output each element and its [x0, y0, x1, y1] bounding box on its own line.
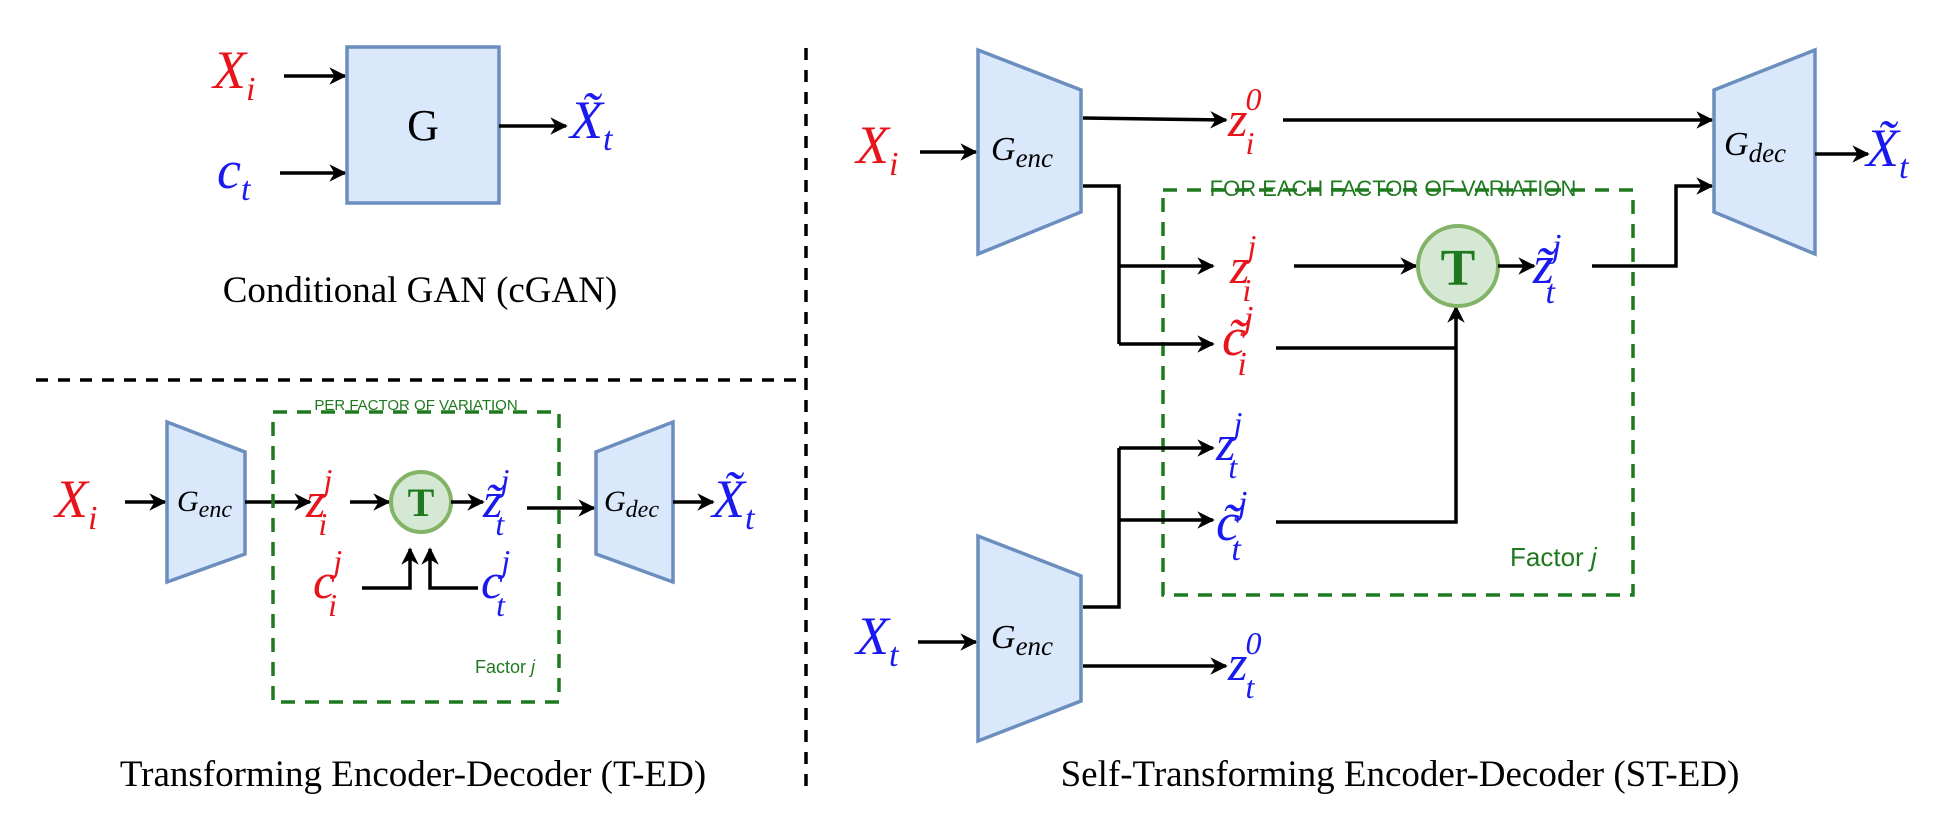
sted-encoder-top-label: Genc	[991, 131, 1053, 173]
ted-title: Transforming Encoder-Decoder (T-ED)	[120, 754, 706, 795]
sted-panel: Xi Xt Genc Genc FOR EACH FACTOR OF VARIA…	[854, 47, 1910, 795]
sted-factor-box-title: FOR EACH FACTOR OF VARIATION	[1210, 176, 1577, 201]
sted-input-top: Xi	[854, 115, 898, 183]
ted-input: Xi	[53, 469, 97, 537]
ted-output: X̃t	[710, 469, 756, 537]
cgan-generator-block	[345, 45, 501, 205]
sted-zout-to-dec-arrow	[1592, 177, 1714, 268]
cgan-panel: Xi ct G X̃t Conditional GAN (cGAN)	[211, 40, 617, 311]
sted-decoder-block	[1712, 47, 1817, 257]
sted-input-bottom: Xt	[854, 606, 900, 674]
sted-transform-label: T	[1441, 240, 1476, 297]
sted-enc-bottom-branch	[1083, 448, 1121, 609]
sted-decoder-label: Gdec	[1724, 126, 1786, 168]
cgan-input-cond: ct	[217, 140, 252, 208]
cgan-output: X̃t	[568, 90, 614, 158]
ted-panel: Xi Genc PER FACTOR OF VARIATION Factor j…	[53, 397, 756, 795]
sted-factor-label: Factor j	[1510, 542, 1598, 572]
sted-enc-top-branch	[1083, 184, 1121, 344]
sted-factor-box	[1161, 188, 1635, 597]
ted-cond-out-arrow	[421, 547, 478, 590]
sted-title: Self-Transforming Encoder-Decoder (ST-ED…	[1061, 754, 1740, 795]
ted-encoder-label: Genc	[177, 485, 232, 523]
sted-ctj-to-t-line	[1276, 305, 1465, 524]
cgan-title: Conditional GAN (cGAN)	[223, 270, 618, 311]
cgan-input-image: Xi	[211, 40, 255, 108]
ted-transform-label: T	[408, 480, 435, 525]
cgan-generator-label: G	[407, 101, 439, 150]
ted-factor-label: Factor j	[475, 657, 536, 677]
sted-enc-to-zi0-arrow	[1082, 111, 1228, 129]
ted-factor-box-title: PER FACTOR OF VARIATION	[314, 397, 517, 414]
ted-decoder-block	[594, 419, 675, 585]
sted-encoder-bottom-label: Genc	[991, 619, 1053, 661]
ted-cond-in-arrow	[362, 547, 419, 590]
sted-output: X̃t	[1864, 118, 1910, 186]
sted-encoder-bottom-block	[976, 533, 1083, 744]
ted-decoder-label: Gdec	[604, 485, 659, 523]
ted-encoder-block	[165, 419, 247, 585]
sted-encoder-top-block	[976, 47, 1083, 257]
